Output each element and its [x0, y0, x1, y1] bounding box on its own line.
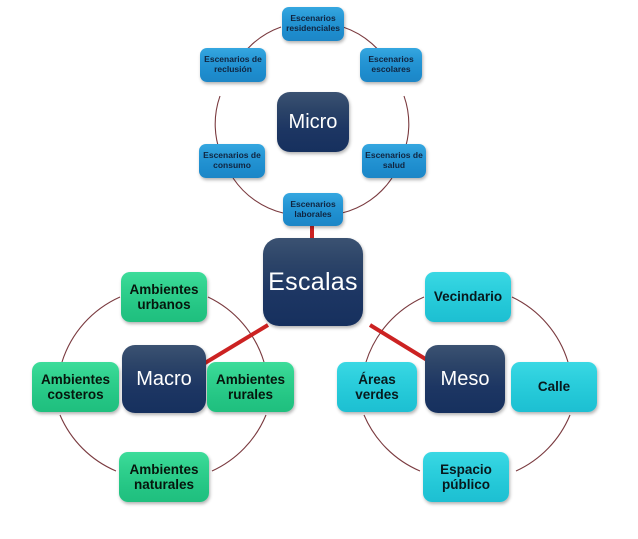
satellite-label: Ambientes naturales [129, 461, 199, 492]
center-node-label: Escalas [268, 268, 358, 296]
satellite-meso-areas-verdes[interactable]: Áreas verdes [337, 362, 417, 412]
satellite-meso-calle[interactable]: Calle [511, 362, 597, 412]
branch-node-micro[interactable]: Micro [277, 92, 349, 152]
branch-node-meso-label: Meso [440, 367, 490, 390]
satellite-label: Áreas verdes [355, 371, 399, 402]
satellite-micro-escolares[interactable]: Escenarios escolares [360, 48, 422, 82]
satellite-micro-salud[interactable]: Escenarios de salud [362, 144, 426, 178]
satellite-label: Escenarios escolares [368, 54, 414, 74]
branch-node-macro-label: Macro [136, 367, 192, 390]
satellite-micro-consumo[interactable]: Escenarios de consumo [199, 144, 265, 178]
satellite-label: Escenarios de reclusión [204, 54, 262, 74]
connector-escalas-macro [203, 323, 270, 365]
satellite-label: Vecindario [433, 289, 503, 305]
satellite-macro-rurales[interactable]: Ambientes rurales [207, 362, 294, 412]
branch-node-meso[interactable]: Meso [425, 345, 505, 413]
satellite-meso-espacio-publico[interactable]: Espacio público [423, 452, 509, 502]
satellite-label: Escenarios laborales [290, 198, 336, 219]
satellite-micro-residenciales[interactable]: Escenarios residenciales [282, 7, 344, 41]
satellite-label: Espacio público [440, 461, 492, 492]
center-node-escalas[interactable]: Escalas [263, 238, 363, 326]
satellite-label: Escenarios de consumo [203, 150, 261, 170]
satellite-meso-vecindario[interactable]: Vecindario [425, 272, 511, 322]
satellite-macro-costeros[interactable]: Ambientes costeros [32, 362, 119, 412]
satellite-label: Ambientes urbanos [129, 281, 199, 312]
connector-escalas-meso [368, 323, 434, 365]
satellite-label: Ambientes rurales [215, 371, 286, 402]
satellite-micro-laborales[interactable]: Escenarios laborales [283, 193, 343, 226]
satellite-micro-reclusion[interactable]: Escenarios de reclusión [200, 48, 266, 82]
satellite-label: Ambientes costeros [40, 371, 111, 402]
satellite-macro-urbanos[interactable]: Ambientes urbanos [121, 272, 207, 322]
branch-node-micro-label: Micro [288, 110, 338, 133]
branch-node-macro[interactable]: Macro [122, 345, 206, 413]
satellite-label: Escenarios de salud [365, 150, 423, 170]
satellite-label: Escenarios residenciales [286, 13, 340, 33]
satellite-label: Calle [537, 379, 571, 395]
satellite-macro-naturales[interactable]: Ambientes naturales [119, 452, 209, 502]
